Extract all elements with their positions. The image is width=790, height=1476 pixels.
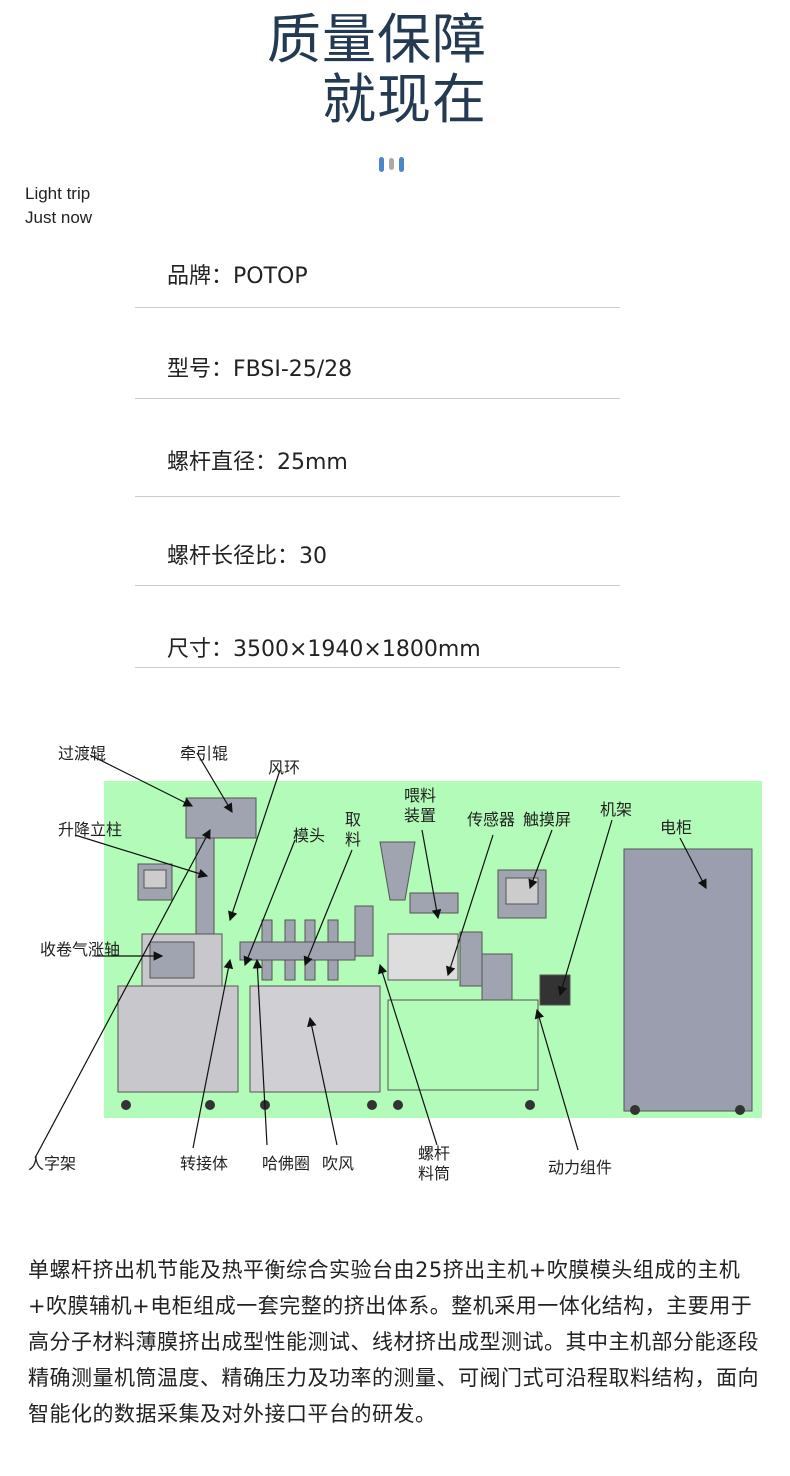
spec-row-ld-ratio: 螺杆长径比：30 [135, 497, 620, 586]
spec-text: 品牌：POTOP [167, 264, 308, 289]
subtitle-en-2: Just now [25, 208, 93, 227]
label-traction-roller: 牵引辊 [180, 744, 229, 763]
subtitle-en-1: Light trip [25, 184, 91, 203]
label-harvard-ring: 哈佛圈 [262, 1154, 311, 1173]
description-paragraph: 单螺杆挤出机节能及热平衡综合实验台由25挤出主机+吹膜模头组成的主机+吹膜辅机+… [28, 1258, 759, 1426]
label-air-ring: 风环 [268, 758, 301, 777]
spec-text: 型号：FBSI-25/28 [167, 357, 353, 382]
label-touch-screen: 触摸屏 [523, 810, 572, 829]
label-screw-barrel: 螺杆料筒 [418, 1144, 451, 1183]
spec-row-model: 型号：FBSI-25/28 [135, 308, 620, 399]
label-herringbone-frame: 人字架 [28, 1154, 77, 1173]
label-power-assembly: 动力组件 [548, 1158, 613, 1177]
label-die-head: 模头 [293, 826, 326, 845]
page-title-line1: 质量保障 [267, 8, 487, 71]
machine-diagram: 过渡辊 牵引辊 风环 升降立柱 模头 取料 喂料装置 传感器 触摸屏 机架 电柜… [0, 720, 790, 1200]
label-adapter: 转接体 [180, 1154, 229, 1173]
label-lifting-column: 升降立柱 [58, 820, 123, 839]
spec-text: 螺杆直径：25mm [167, 450, 348, 475]
page-title-line2: 就现在 [322, 68, 487, 131]
label-feeding-device: 喂料装置 [404, 786, 437, 825]
label-transition-roller: 过渡辊 [58, 744, 107, 763]
label-frame: 机架 [600, 800, 633, 819]
label-sampling: 取料 [345, 810, 362, 849]
label-blowing: 吹风 [322, 1154, 355, 1173]
label-electric-cabinet: 电柜 [660, 818, 693, 837]
decorative-bars-icon [379, 157, 404, 172]
spec-row-brand: 品牌：POTOP [135, 237, 620, 308]
spec-text: 螺杆长径比：30 [167, 544, 327, 569]
spec-row-dimensions: 尺寸：3500×1940×1800mm [135, 586, 620, 668]
spec-row-screw-diameter: 螺杆直径：25mm [135, 399, 620, 497]
label-sensor: 传感器 [467, 810, 516, 829]
machine-illustration [34, 752, 762, 1159]
spec-text: 尺寸：3500×1940×1800mm [167, 637, 481, 662]
label-winding-shaft: 收卷气涨轴 [40, 940, 121, 959]
